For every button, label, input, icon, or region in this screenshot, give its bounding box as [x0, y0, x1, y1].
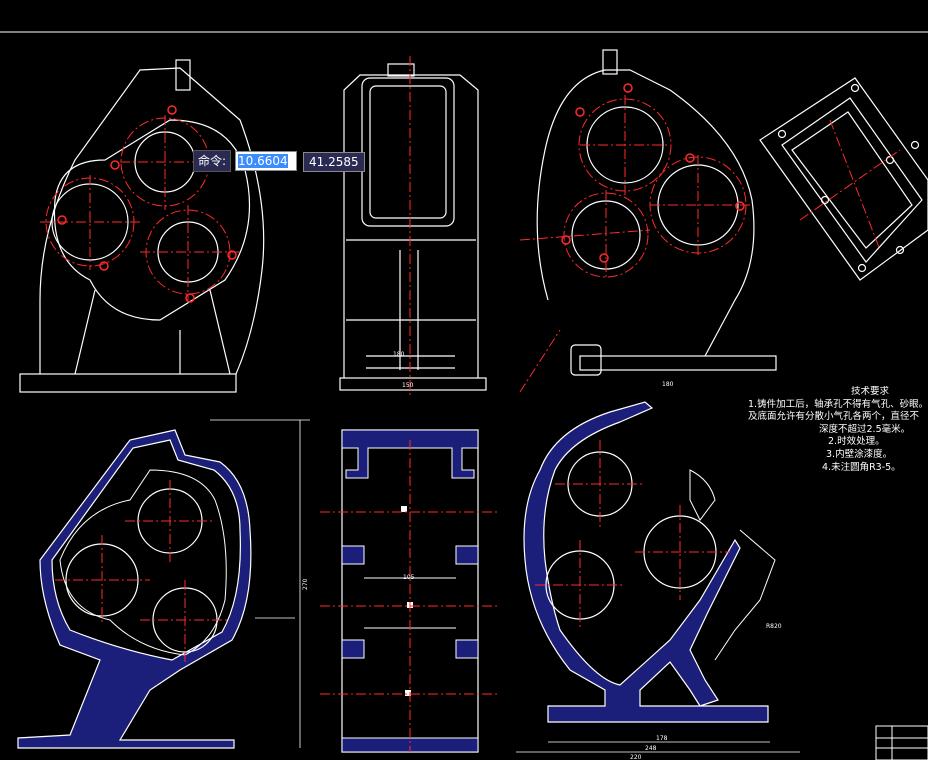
dim-center-width: 105	[403, 574, 415, 581]
dim-top-right-width: 180	[662, 381, 674, 388]
tech-req-line-2: 及底面允许有分散小气孔各两个，直径不	[748, 411, 920, 423]
coordinate-y-input[interactable]: 41.2585	[303, 152, 365, 172]
bottom-right-section-view[interactable]	[516, 401, 800, 753]
bottom-right-center-lines	[535, 440, 730, 630]
tech-req-line-1: 1.铸件加工后，轴承孔不得有气孔、砂眼。	[748, 398, 928, 410]
tech-req-line-6: 4.未注圆角R3-5。	[822, 461, 901, 473]
radius-note: R820	[766, 623, 782, 630]
coordinate-x-value: 10.6604	[238, 154, 288, 168]
top-right-center-lines	[519, 95, 750, 393]
rotated-detail-holes	[777, 83, 920, 273]
rotated-detail-center-lines	[799, 119, 901, 251]
dim-top-front-width: 180	[393, 351, 405, 358]
top-right-bolt-holes	[561, 83, 745, 263]
coordinate-x-input[interactable]: 10.6604	[235, 151, 298, 171]
tech-req-line-3: 深度不超过2.5毫米。	[819, 423, 911, 435]
bottom-center-center-lines	[320, 440, 500, 752]
top-left-bolt-holes	[57, 105, 237, 303]
rotated-flange-detail[interactable]	[759, 77, 928, 281]
command-prompt-label: 命令:	[193, 150, 232, 172]
dim-top-front-width2: 150	[402, 382, 414, 389]
top-right-housing-view[interactable]	[536, 49, 777, 376]
bottom-left-center-lines	[55, 480, 230, 665]
dynamic-input-tooltip[interactable]: 命令: 10.6604	[193, 150, 298, 172]
technical-requirements: 技术要求 1.铸件加工后，轴承孔不得有气孔、砂眼。 及底面允许有分散小气孔各两个…	[748, 386, 928, 474]
dim-bottom-left-height: 270	[302, 578, 309, 590]
bottom-left-section-view[interactable]	[17, 419, 310, 749]
dim-bottom-right-width2: 248	[645, 745, 657, 752]
top-center-front-view[interactable]	[339, 63, 487, 391]
title-block[interactable]	[875, 725, 928, 760]
tech-req-title: 技术要求	[851, 386, 890, 397]
tech-req-line-5: 3.内壁涂漆度。	[826, 448, 893, 460]
dim-bottom-right-overall: 220	[630, 754, 642, 760]
dim-bottom-right-width: 178	[656, 735, 668, 742]
top-left-housing-view[interactable]	[19, 59, 265, 393]
bottom-center-section-view[interactable]	[341, 429, 479, 753]
tech-req-line-4: 2.时效处理。	[828, 436, 885, 448]
